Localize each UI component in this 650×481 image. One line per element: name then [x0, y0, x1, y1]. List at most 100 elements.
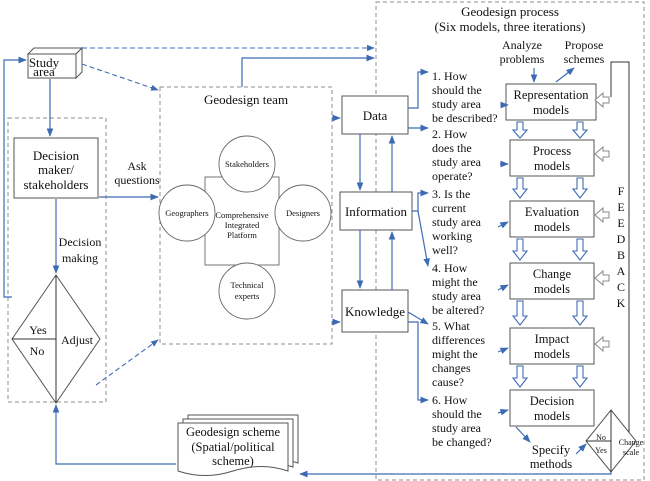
- iteration-diamond-yes: Yes: [595, 446, 607, 455]
- question-5-line-2: differences: [432, 333, 485, 347]
- fat-arrow-down-5: [511, 238, 529, 261]
- evaluation-models-label-2: models: [534, 220, 570, 234]
- fat-arrow-down-8: [571, 300, 589, 326]
- scheme-label-3: scheme): [212, 454, 254, 468]
- specify-methods-label-1: Specify: [532, 443, 571, 457]
- question-1-line-4: be described?: [432, 111, 498, 125]
- impact-models-label-2: models: [534, 347, 570, 361]
- decision-making-label-1: Decision: [59, 235, 102, 249]
- question-4: 4. How might the study area be altered?: [432, 261, 484, 317]
- iteration-diamond-no: No: [596, 433, 606, 442]
- stakeholders-label: Stakeholders: [225, 159, 269, 169]
- question-1-line-2: should the: [432, 83, 482, 97]
- platform-label-2: Integrated: [225, 220, 260, 230]
- feedback-letter-2: E: [617, 200, 624, 214]
- fat-arrow-down-3: [511, 177, 529, 199]
- process-models-label-2: models: [534, 159, 570, 173]
- information-label: Information: [345, 204, 408, 219]
- question-6-line-4: be changed?: [432, 435, 492, 449]
- fat-arrow-down-1: [511, 121, 529, 139]
- feedback-letter-3: E: [617, 216, 624, 230]
- question-6-line-2: should the: [432, 407, 482, 421]
- diamond-yes-label: Yes: [29, 323, 47, 337]
- change-models-label-1: Change: [533, 267, 572, 281]
- knowledge-box: [341, 289, 409, 333]
- specify-methods-label-2: methods: [530, 457, 572, 471]
- knowledge-label: Knowledge: [345, 304, 405, 319]
- question-4-line-4: be altered?: [432, 303, 484, 317]
- feedback-loop-line: [610, 61, 630, 441]
- fat-arrow-down-10: [571, 365, 589, 388]
- decision-maker-label-2: maker/: [38, 162, 74, 177]
- analyze-label-1: Analyze: [502, 38, 542, 52]
- question-4-line-1: 4. How: [432, 261, 468, 275]
- feedback-arrow-4: [594, 269, 610, 287]
- fat-arrow-down-7: [511, 300, 529, 326]
- information-box: [339, 191, 413, 231]
- study-area-label-2: area: [33, 64, 55, 79]
- decision-making-label-2: making: [62, 251, 98, 265]
- impact-models-box: [509, 327, 595, 365]
- question-3-line-4: working: [432, 229, 472, 243]
- question-3-line-3: study area: [432, 215, 482, 229]
- feedback-arrow-3: [594, 206, 610, 224]
- question-4-line-2: might the: [432, 275, 478, 289]
- change-scale-label-1: Change: [619, 438, 644, 447]
- question-5: 5. What differences might the changes ca…: [432, 319, 485, 389]
- ask-questions-label-2: questions: [114, 173, 160, 187]
- decision-maker-label-1: Decision: [33, 148, 80, 163]
- feedback-arrow-1: [594, 91, 610, 109]
- designers-label: Designers: [286, 208, 320, 218]
- feedback-letter-1: F: [618, 184, 625, 198]
- question-6-line-3: study area: [432, 421, 482, 435]
- process-models-label-1: Process: [533, 144, 571, 158]
- feedback-letter-4: D: [617, 232, 626, 246]
- technical-experts-circle: [218, 262, 276, 320]
- technical-experts-label-1: Technical: [231, 280, 265, 290]
- evaluation-models-label-1: Evaluation: [525, 205, 580, 219]
- question-2: 2. How does the study area operate?: [432, 127, 482, 183]
- feedback-letter-7: C: [617, 280, 625, 294]
- question-6: 6. How should the study area be changed?: [432, 393, 492, 449]
- feedback-letter-6: A: [617, 264, 626, 278]
- decision-models-box: [509, 389, 595, 427]
- representation-models-label-2: models: [533, 103, 569, 117]
- question-2-line-3: study area: [432, 155, 482, 169]
- question-1-line-1: 1. How: [432, 69, 468, 83]
- process-title: Geodesign process: [461, 4, 559, 19]
- geodesign-scheme-document: Geodesign scheme (Spatial/political sche…: [177, 414, 299, 476]
- scheme-label-1: Geodesign scheme: [186, 425, 281, 439]
- decision-models-label-2: models: [534, 409, 570, 423]
- question-5-line-4: changes: [432, 361, 471, 375]
- question-6-line-1: 6. How: [432, 393, 468, 407]
- change-models-box: [509, 262, 595, 300]
- representation-models-label-1: Representation: [514, 88, 590, 102]
- decision-maker-label-3: stakeholders: [24, 177, 89, 192]
- evaluation-models-box: [509, 200, 595, 238]
- process-models-box: [509, 139, 595, 177]
- study-area-box: Study area: [26, 46, 84, 80]
- geographers-label: Geographers: [165, 208, 208, 218]
- scheme-label-2: (Spatial/political: [191, 440, 275, 454]
- geographers-circle: [158, 184, 216, 242]
- decision-maker-box: [13, 137, 99, 199]
- study-area-label-1: Study: [29, 55, 60, 70]
- flow-connectors: [3, 44, 612, 478]
- ask-questions-label-1: Ask: [127, 159, 146, 173]
- feedback-letter-5: B: [617, 248, 625, 262]
- impact-models-label-1: Impact: [535, 332, 570, 346]
- question-3-line-1: 3. Is the: [432, 187, 470, 201]
- propose-label-1: Propose: [565, 38, 604, 52]
- process-subtitle: (Six models, three iterations): [435, 19, 586, 34]
- question-5-line-5: cause?: [432, 375, 464, 389]
- iteration-diamond: No Yes: [585, 409, 637, 473]
- technical-experts-label-2: experts: [235, 291, 260, 301]
- diamond-adjust-label: Adjust: [61, 333, 94, 347]
- question-4-line-3: study area: [432, 289, 482, 303]
- question-2-line-2: does the: [432, 141, 472, 155]
- propose-label-2: schemes: [564, 52, 605, 66]
- question-2-line-1: 2. How: [432, 127, 468, 141]
- decision-diamond: Yes No Adjust: [11, 274, 101, 404]
- change-models-label-2: models: [534, 282, 570, 296]
- stakeholders-circle: [218, 135, 276, 193]
